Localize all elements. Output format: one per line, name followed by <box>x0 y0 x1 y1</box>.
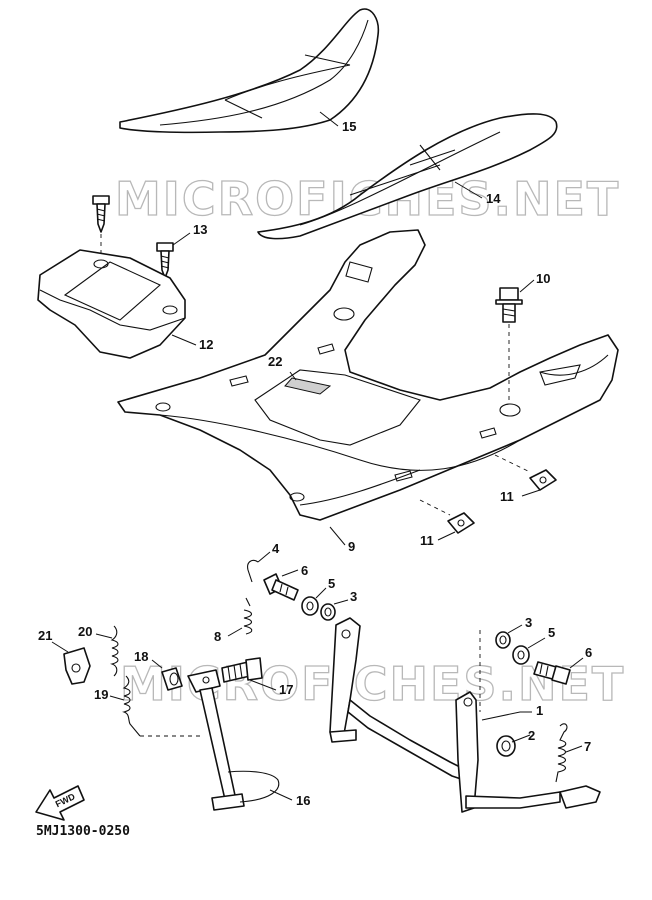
side-stand-16-part[interactable] <box>187 669 280 811</box>
collar-5-left-part[interactable] <box>301 596 319 616</box>
cover-12-part[interactable] <box>37 249 186 359</box>
callout-20: 20 <box>78 624 92 639</box>
spring-7-part[interactable] <box>555 723 568 783</box>
callout-8: 8 <box>214 629 221 644</box>
callout-10: 10 <box>536 271 550 286</box>
washer-3-right-part[interactable] <box>495 631 511 649</box>
hook-4-part[interactable] <box>247 559 259 583</box>
washer-3-left-part[interactable] <box>320 603 336 621</box>
callout-13: 13 <box>193 222 207 237</box>
callout-11b: 11 <box>420 533 434 548</box>
callout-9: 9 <box>348 539 355 554</box>
floor-mat-lower-part[interactable] <box>257 113 558 240</box>
spring-8-part[interactable] <box>243 597 253 635</box>
callout-5a: 5 <box>328 576 335 591</box>
callout-2: 2 <box>528 728 535 743</box>
callout-14: 14 <box>486 191 501 206</box>
callout-6b: 6 <box>585 645 592 660</box>
frame-9-part[interactable] <box>117 229 619 521</box>
bolt-6-right-part[interactable] <box>533 661 571 685</box>
main-stand-1-part[interactable] <box>329 617 601 813</box>
screw-13-part[interactable] <box>92 195 174 279</box>
callout-7: 7 <box>584 739 591 754</box>
collar-2-part[interactable] <box>496 735 516 757</box>
callout-3a: 3 <box>350 589 357 604</box>
bracket-21-part[interactable] <box>63 647 91 685</box>
spring-20-part[interactable] <box>110 625 119 677</box>
bolt-10-part[interactable] <box>495 287 523 323</box>
callout-4: 4 <box>272 541 280 556</box>
spring-19-part[interactable] <box>122 675 141 737</box>
callout-6a: 6 <box>301 563 308 578</box>
collar-5-right-part[interactable] <box>512 645 530 665</box>
bolt-6-left-part[interactable] <box>263 573 299 601</box>
bolt-17-part[interactable] <box>221 657 263 683</box>
callout-16: 16 <box>296 793 310 808</box>
callout-11a: 11 <box>500 489 514 504</box>
callout-15: 15 <box>342 119 356 134</box>
callout-5b: 5 <box>548 625 555 640</box>
figure-code: 5MJ1300-0250 <box>36 824 130 839</box>
nut-11-part[interactable] <box>447 469 557 534</box>
callout-12: 12 <box>199 337 213 352</box>
callout-3b: 3 <box>525 615 532 630</box>
fwd-arrow-icon: FWD <box>35 785 85 821</box>
collar-18-part[interactable] <box>161 667 183 691</box>
callout-18: 18 <box>134 649 148 664</box>
callout-22: 22 <box>268 354 282 369</box>
callout-17: 17 <box>279 682 293 697</box>
callout-19: 19 <box>94 687 108 702</box>
callout-21: 21 <box>38 628 52 643</box>
floor-mat-upper-part[interactable] <box>119 8 380 134</box>
callout-1: 1 <box>536 703 543 718</box>
